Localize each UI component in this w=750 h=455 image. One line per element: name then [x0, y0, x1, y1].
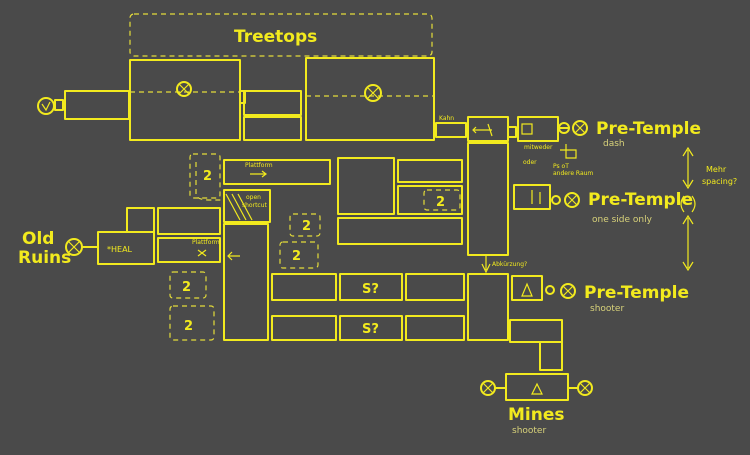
- old-ruins-label-2: Ruins: [18, 248, 71, 268]
- svg-text:2: 2: [436, 195, 445, 210]
- exit-pre-temple-oneside-sub: one side only: [592, 215, 653, 225]
- room-middle-square: [337, 157, 395, 215]
- lower-room-4: [271, 315, 337, 341]
- shooter-room: [511, 275, 543, 301]
- central-shaft: [467, 142, 509, 256]
- entry-corridor: [64, 90, 130, 120]
- boss-marker-icon: [176, 81, 192, 97]
- start-circle: [37, 97, 55, 115]
- plattform-top-label: Plattform: [245, 162, 273, 169]
- boss-marker-icon-2: [364, 84, 382, 102]
- open-shortcut-label-2: shortcut: [242, 202, 268, 209]
- mines-label: Mines: [508, 405, 565, 425]
- note-pilot: Ps oT: [553, 163, 569, 170]
- mehr-spacing-2: spacing?: [702, 177, 737, 186]
- exit-pre-temple-shooter-sub: shooter: [590, 304, 624, 314]
- abkuerzung-label: Abkürzung?: [492, 261, 527, 268]
- mines-sub: shooter: [512, 426, 546, 436]
- check-icon: [41, 101, 51, 112]
- mines-right-exit-icon: [577, 380, 593, 396]
- svg-text:2: 2: [182, 280, 191, 295]
- platform-room-top: [223, 159, 331, 185]
- one-side-room: [513, 184, 551, 210]
- lower-right-shaft: [467, 273, 509, 341]
- room-middle-right-1: [397, 159, 463, 183]
- exit-pre-temple-dash-icon: [572, 120, 588, 136]
- heal-label: *HEAL: [107, 245, 133, 254]
- exit-pre-temple-oneside-label: Pre-Temple: [588, 190, 693, 210]
- spacing-arrow-top: [682, 146, 694, 190]
- room-middle-long: [337, 217, 463, 245]
- lower-room-s1: [339, 273, 403, 301]
- old-ruins-label-1: Old: [22, 229, 54, 249]
- svg-text:2: 2: [302, 219, 311, 234]
- room-left-upper: [157, 207, 221, 235]
- exit-pre-temple-shooter-icon: [560, 283, 576, 299]
- svg-text:2: 2: [292, 249, 301, 264]
- note-oder: oder: [523, 159, 537, 166]
- lower-room-3: [405, 273, 465, 301]
- dash-room: [517, 116, 559, 142]
- note-mitweder: mitweder: [524, 144, 553, 151]
- exit-pre-temple-dash-sub: dash: [603, 139, 625, 149]
- lower-room-6: [405, 315, 465, 341]
- treetops-region: [129, 13, 433, 57]
- spacing-arrow-bottom: [682, 214, 694, 272]
- platform-room-mid: [157, 237, 221, 263]
- open-shortcut-label-1: open: [246, 194, 261, 201]
- exit-pre-temple-shooter-label: Pre-Temple: [584, 283, 689, 303]
- entry-stub: [54, 99, 64, 111]
- exit-pre-temple-dash-label: Pre-Temple: [596, 119, 701, 139]
- shooter-icon: [521, 282, 533, 297]
- room-top-right: [305, 57, 435, 141]
- open-shortcut-room: [223, 189, 271, 223]
- kanne-room: [435, 122, 467, 138]
- svg-text:S?: S?: [362, 282, 379, 297]
- svg-text:2: 2: [203, 169, 212, 184]
- room-middle-right-2: [397, 185, 463, 215]
- room-top-left: [129, 59, 241, 141]
- mehr-spacing-1: Mehr: [706, 165, 727, 174]
- lower-room-s2: [339, 315, 403, 341]
- note-andere-raum: andere Raum: [553, 170, 593, 177]
- treetops-label: Treetops: [234, 27, 317, 47]
- room-bridge-upper: [243, 90, 302, 116]
- hidden-room-1: [189, 153, 221, 199]
- kanne-label: Kahn: [439, 115, 454, 122]
- svg-text:2: 2: [184, 319, 193, 334]
- exit-pre-temple-oneside-icon: [564, 192, 580, 208]
- room-bridge-lower: [243, 116, 302, 141]
- left-shaft: [223, 223, 269, 341]
- mines-room: [505, 373, 569, 401]
- plattform-mid-label: Plattform: [192, 239, 220, 246]
- lower-room-1: [271, 273, 337, 301]
- svg-text:S?: S?: [362, 322, 379, 337]
